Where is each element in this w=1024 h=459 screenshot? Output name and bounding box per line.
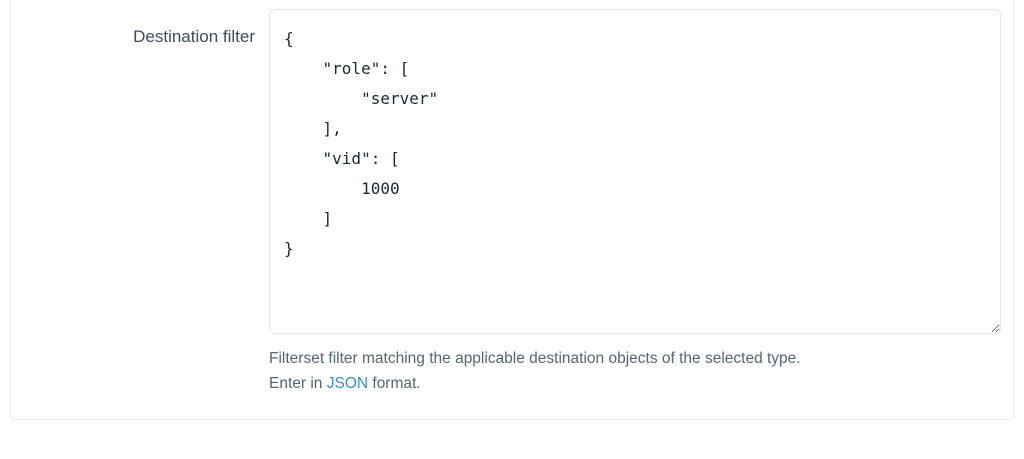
- destination-filter-form-row: Destination filter Filterset filter matc…: [11, 1, 1013, 459]
- help-text-enter-prefix: Enter in: [269, 375, 327, 392]
- json-format-link[interactable]: JSON: [326, 375, 369, 392]
- help-text-enter-suffix: format.: [368, 375, 421, 392]
- help-text-line-1: Filterset filter matching the applicable…: [269, 350, 801, 367]
- form-card: Destination filter Filterset filter matc…: [10, 0, 1014, 420]
- destination-filter-help-text: Filterset filter matching the applicable…: [269, 346, 969, 396]
- destination-filter-control: Filterset filter matching the applicable…: [269, 9, 1001, 396]
- destination-filter-label: Destination filter: [133, 27, 255, 46]
- destination-filter-textarea[interactable]: [269, 9, 1001, 334]
